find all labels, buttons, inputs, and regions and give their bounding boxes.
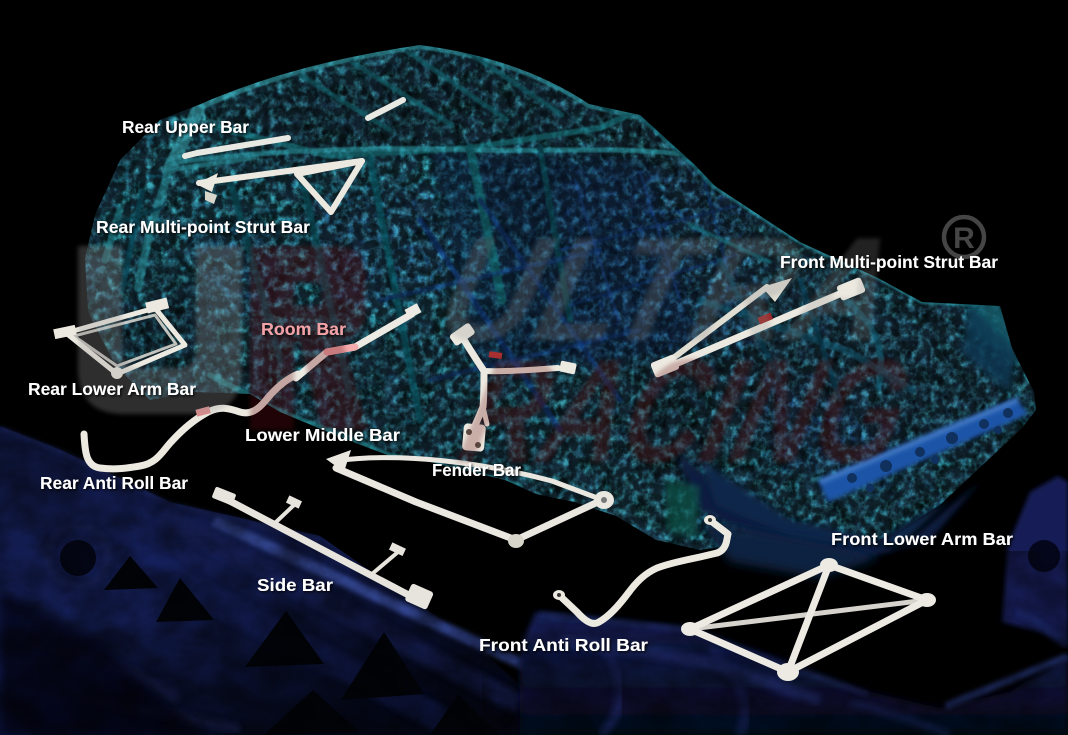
svg-text:Side Bar: Side Bar: [257, 575, 333, 595]
svg-text:Lower Middle Bar: Lower Middle Bar: [245, 425, 400, 445]
svg-text:Rear Anti Roll Bar: Rear Anti Roll Bar: [40, 473, 188, 493]
svg-text:ULTRA: ULTRA: [424, 206, 913, 371]
svg-text:Front Multi-point Strut Bar: Front Multi-point Strut Bar: [780, 252, 998, 272]
svg-text:Front Lower Arm Bar: Front Lower Arm Bar: [831, 529, 1013, 549]
svg-text:RACING: RACING: [447, 328, 926, 493]
svg-text:Rear Upper Bar: Rear Upper Bar: [122, 117, 249, 137]
svg-text:Front Anti Roll Bar: Front Anti Roll Bar: [479, 635, 648, 655]
svg-text:Rear Multi-point Strut Bar: Rear Multi-point Strut Bar: [96, 217, 310, 237]
svg-text:Rear Lower Arm Bar: Rear Lower Arm Bar: [28, 379, 196, 399]
svg-text:R: R: [953, 222, 975, 255]
svg-text:Fender Bar: Fender Bar: [432, 460, 521, 480]
svg-text:Room Bar: Room Bar: [261, 319, 346, 339]
